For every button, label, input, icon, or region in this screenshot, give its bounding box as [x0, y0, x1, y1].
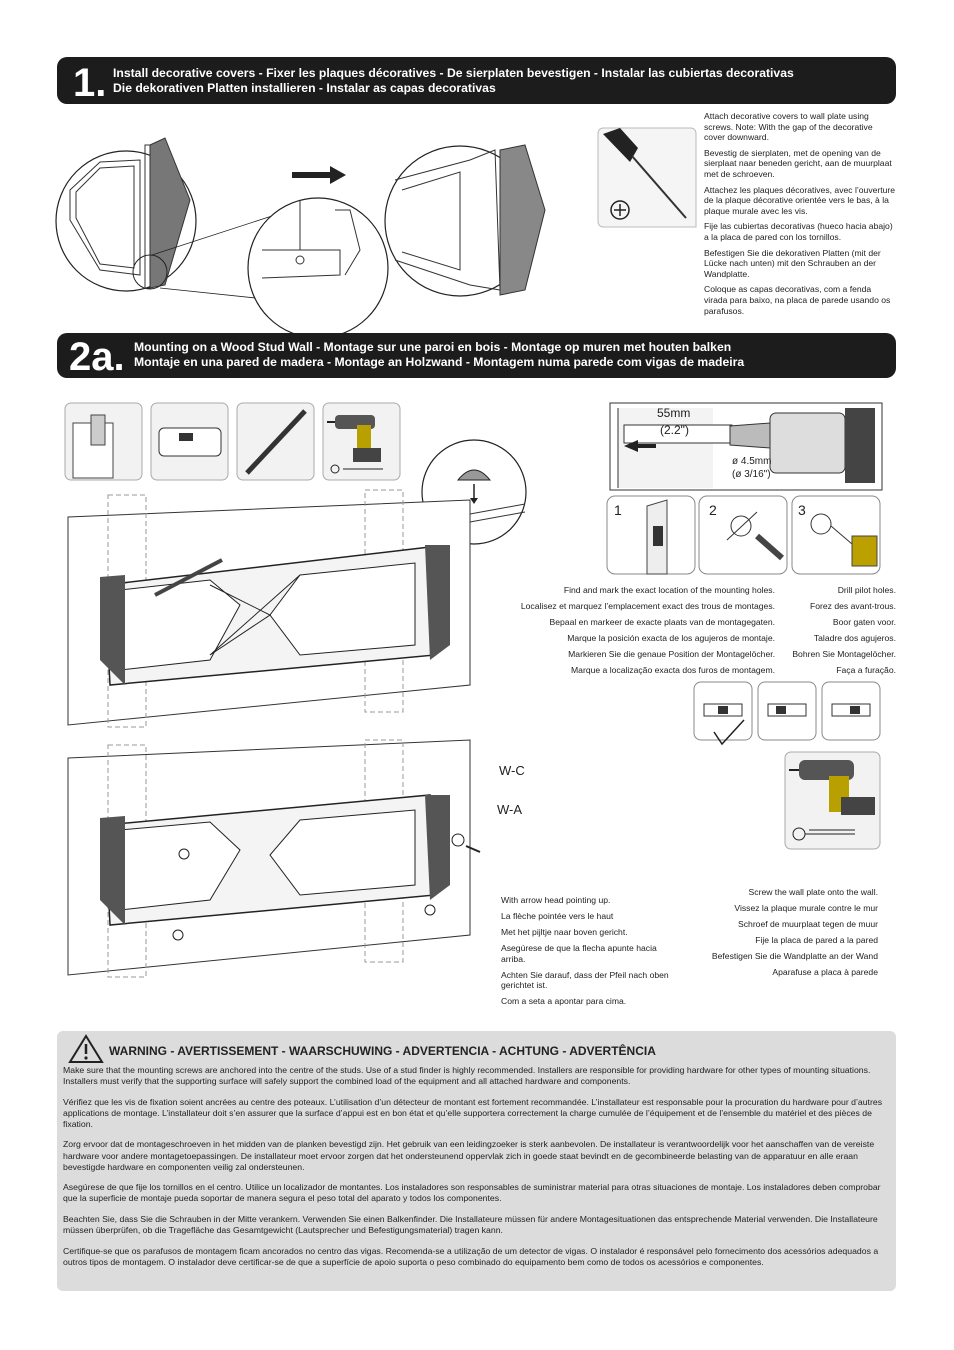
sub-step-1-box [606, 495, 696, 575]
warning-es: Asegúrese de que fije los tornillos en e… [63, 1182, 881, 1204]
drill-screw-icon [784, 751, 881, 850]
drill-pilot-de: Bohren Sie Montagelöcher. [792, 649, 896, 659]
find-mark-en: Find and mark the exact location of the … [563, 585, 775, 595]
arrow-up-es: Asegúrese de que la flecha apunte hacia … [501, 943, 657, 964]
instruction-nl: Bevestig de sierplaten, met de opening v… [704, 147, 892, 179]
sub-steps [606, 495, 881, 575]
drill-depth-in: (2.2") [660, 423, 689, 437]
sub-step-2-number: 2 [709, 502, 717, 518]
arrow-up-instructions: With arrow head pointing up. La flèche p… [501, 895, 676, 1012]
find-mark-pt: Marque a localização exacta dos furos de… [571, 665, 775, 675]
warning-body: Make sure that the mounting screws are a… [63, 1065, 883, 1277]
drill-pilot-en: Drill pilot holes. [837, 585, 896, 595]
drill-pilot-pt: Faça a furação. [836, 665, 896, 675]
step2a-banner: 2a. Mounting on a Wood Stud Wall - Monta… [57, 333, 896, 378]
cover-screw-closeup [247, 197, 389, 339]
step1-banner: 1. Install decorative covers - Fixer les… [57, 57, 896, 104]
screw-plate-es: Fije la placa de pared a la pared [755, 935, 878, 945]
drill-pilot-fr: Forez des avant-trous. [810, 601, 896, 611]
sub-step-1-number: 1 [614, 502, 622, 518]
drill-depth-diagram [609, 402, 883, 491]
find-mark-fr: Localisez et marquez l’emplacement exact… [520, 601, 775, 611]
step1-illustration [55, 137, 546, 339]
step2a-title-line1: Mounting on a Wood Stud Wall - Montage s… [134, 340, 732, 354]
sub-step-3-box [791, 495, 881, 575]
drill-diameter-mm: ø 4.5mm [732, 456, 772, 467]
step2a-title-line2: Montaje en una pared de madera - Montage… [134, 355, 745, 369]
screw-plate-de: Befestigen Sie die Wandplatte an der Wan… [711, 951, 878, 961]
level-tilted-left-box [757, 681, 817, 741]
arrow-up-en: With arrow head pointing up. [501, 895, 611, 905]
zoom-circle-small [132, 254, 168, 290]
drill-pilot-nl: Boor gaten voor. [832, 617, 896, 627]
right-arrow-icon [292, 166, 346, 184]
screw-plate-en: Screw the wall plate onto the wall. [748, 887, 878, 897]
screw-plate-pt: Aparafuse a placa à parede [772, 967, 878, 977]
arrow-up-pt: Com a seta a apontar para cima. [501, 996, 627, 1006]
instruction-es: Fije las cubiertas decorativas (hueco ha… [704, 221, 893, 242]
step1-title-line2: Die dekorativen Platten installieren - I… [113, 81, 496, 95]
stud-finder-icon [150, 402, 229, 481]
screw-plate-fr: Vissez la plaque murale contre le mur [734, 903, 878, 913]
level-straight-box [693, 681, 753, 746]
step2a-number: 2a. [69, 335, 125, 379]
drill-pilot-instructions: Drill pilot holes. Forez des avant-trous… [792, 582, 896, 678]
warning-triangle-icon [68, 1034, 104, 1063]
level-check-row [693, 681, 881, 746]
label-wa: W-A [497, 802, 523, 817]
drill-diameter-in: (ø 3/16") [732, 469, 771, 480]
checkmark-icon [713, 719, 745, 746]
find-mark-de: Markieren Sie die genaue Position der Mo… [568, 649, 775, 659]
step1-instructions: Attach decorative covers to wall plate u… [704, 111, 896, 321]
instruction-de: Befestigen Sie die dekorativen Platten (… [704, 247, 881, 279]
warning-title: WARNING - AVERTISSEMENT - WAARSCHUWING -… [109, 1044, 656, 1058]
arrow-up-fr: La flèche pointée vers le haut [501, 911, 614, 921]
sub-step-3-number: 3 [798, 502, 806, 518]
find-mark-nl: Bepaal en markeer de exacte plaats van d… [549, 617, 776, 627]
wood-stud-icon [64, 402, 143, 481]
screw-plate-instructions: Screw the wall plate onto the wall. Viss… [712, 884, 878, 980]
tools-row [64, 402, 401, 481]
level-tilted-right-box [821, 681, 881, 741]
find-mark-es: Marque la posición exacta de los agujero… [567, 633, 775, 643]
instruction-en: Attach decorative covers to wall plate u… [704, 111, 873, 143]
wall-plate-screw-illustration [67, 739, 481, 978]
step1-number: 1. [73, 61, 107, 105]
instruction-fr: Attachez les plaques décoratives, avec l… [704, 184, 896, 216]
warning-fr: Vérifiez que les vis de fixation soient … [63, 1096, 883, 1129]
warning-pt: Certifique-se que os parafusos de montag… [63, 1245, 879, 1267]
arrow-up-de: Achten Sie darauf, dass der Pfeil nach o… [501, 969, 669, 991]
step1-title-line1: Install decorative covers - Fixer les pl… [113, 66, 794, 80]
drill-pilot-es: Taladre dos agujeros. [813, 633, 896, 643]
label-wc: W-C [499, 763, 525, 778]
instruction-pt: Coloque as capas decorativas, com a fend… [704, 284, 891, 316]
depth-arrow-icon [624, 440, 656, 452]
screw-plate-nl: Schroef de muurplaat tegen de muur [738, 919, 878, 929]
warning-box: WARNING - AVERTISSEMENT - WAARSCHUWING -… [57, 1031, 896, 1291]
wall-plate-mark-illustration [67, 489, 471, 728]
warning-de: Beachten Sie, dass Sie die Schrauben in … [63, 1213, 878, 1236]
drill-icon [322, 402, 401, 481]
sub-step-2-box [698, 495, 788, 575]
drill-depth-mm: 55mm [657, 406, 691, 420]
warning-en: Make sure that the mounting screws are a… [63, 1065, 871, 1087]
arrow-up-nl: Met het pijltje naar boven gericht. [501, 927, 628, 937]
find-mark-instructions: Find and mark the exact location of the … [521, 582, 775, 678]
screwdriver-icon [597, 127, 697, 228]
pencil-icon [236, 402, 315, 481]
warning-nl: Zorg ervoor dat de montageschroeven in h… [63, 1139, 875, 1172]
